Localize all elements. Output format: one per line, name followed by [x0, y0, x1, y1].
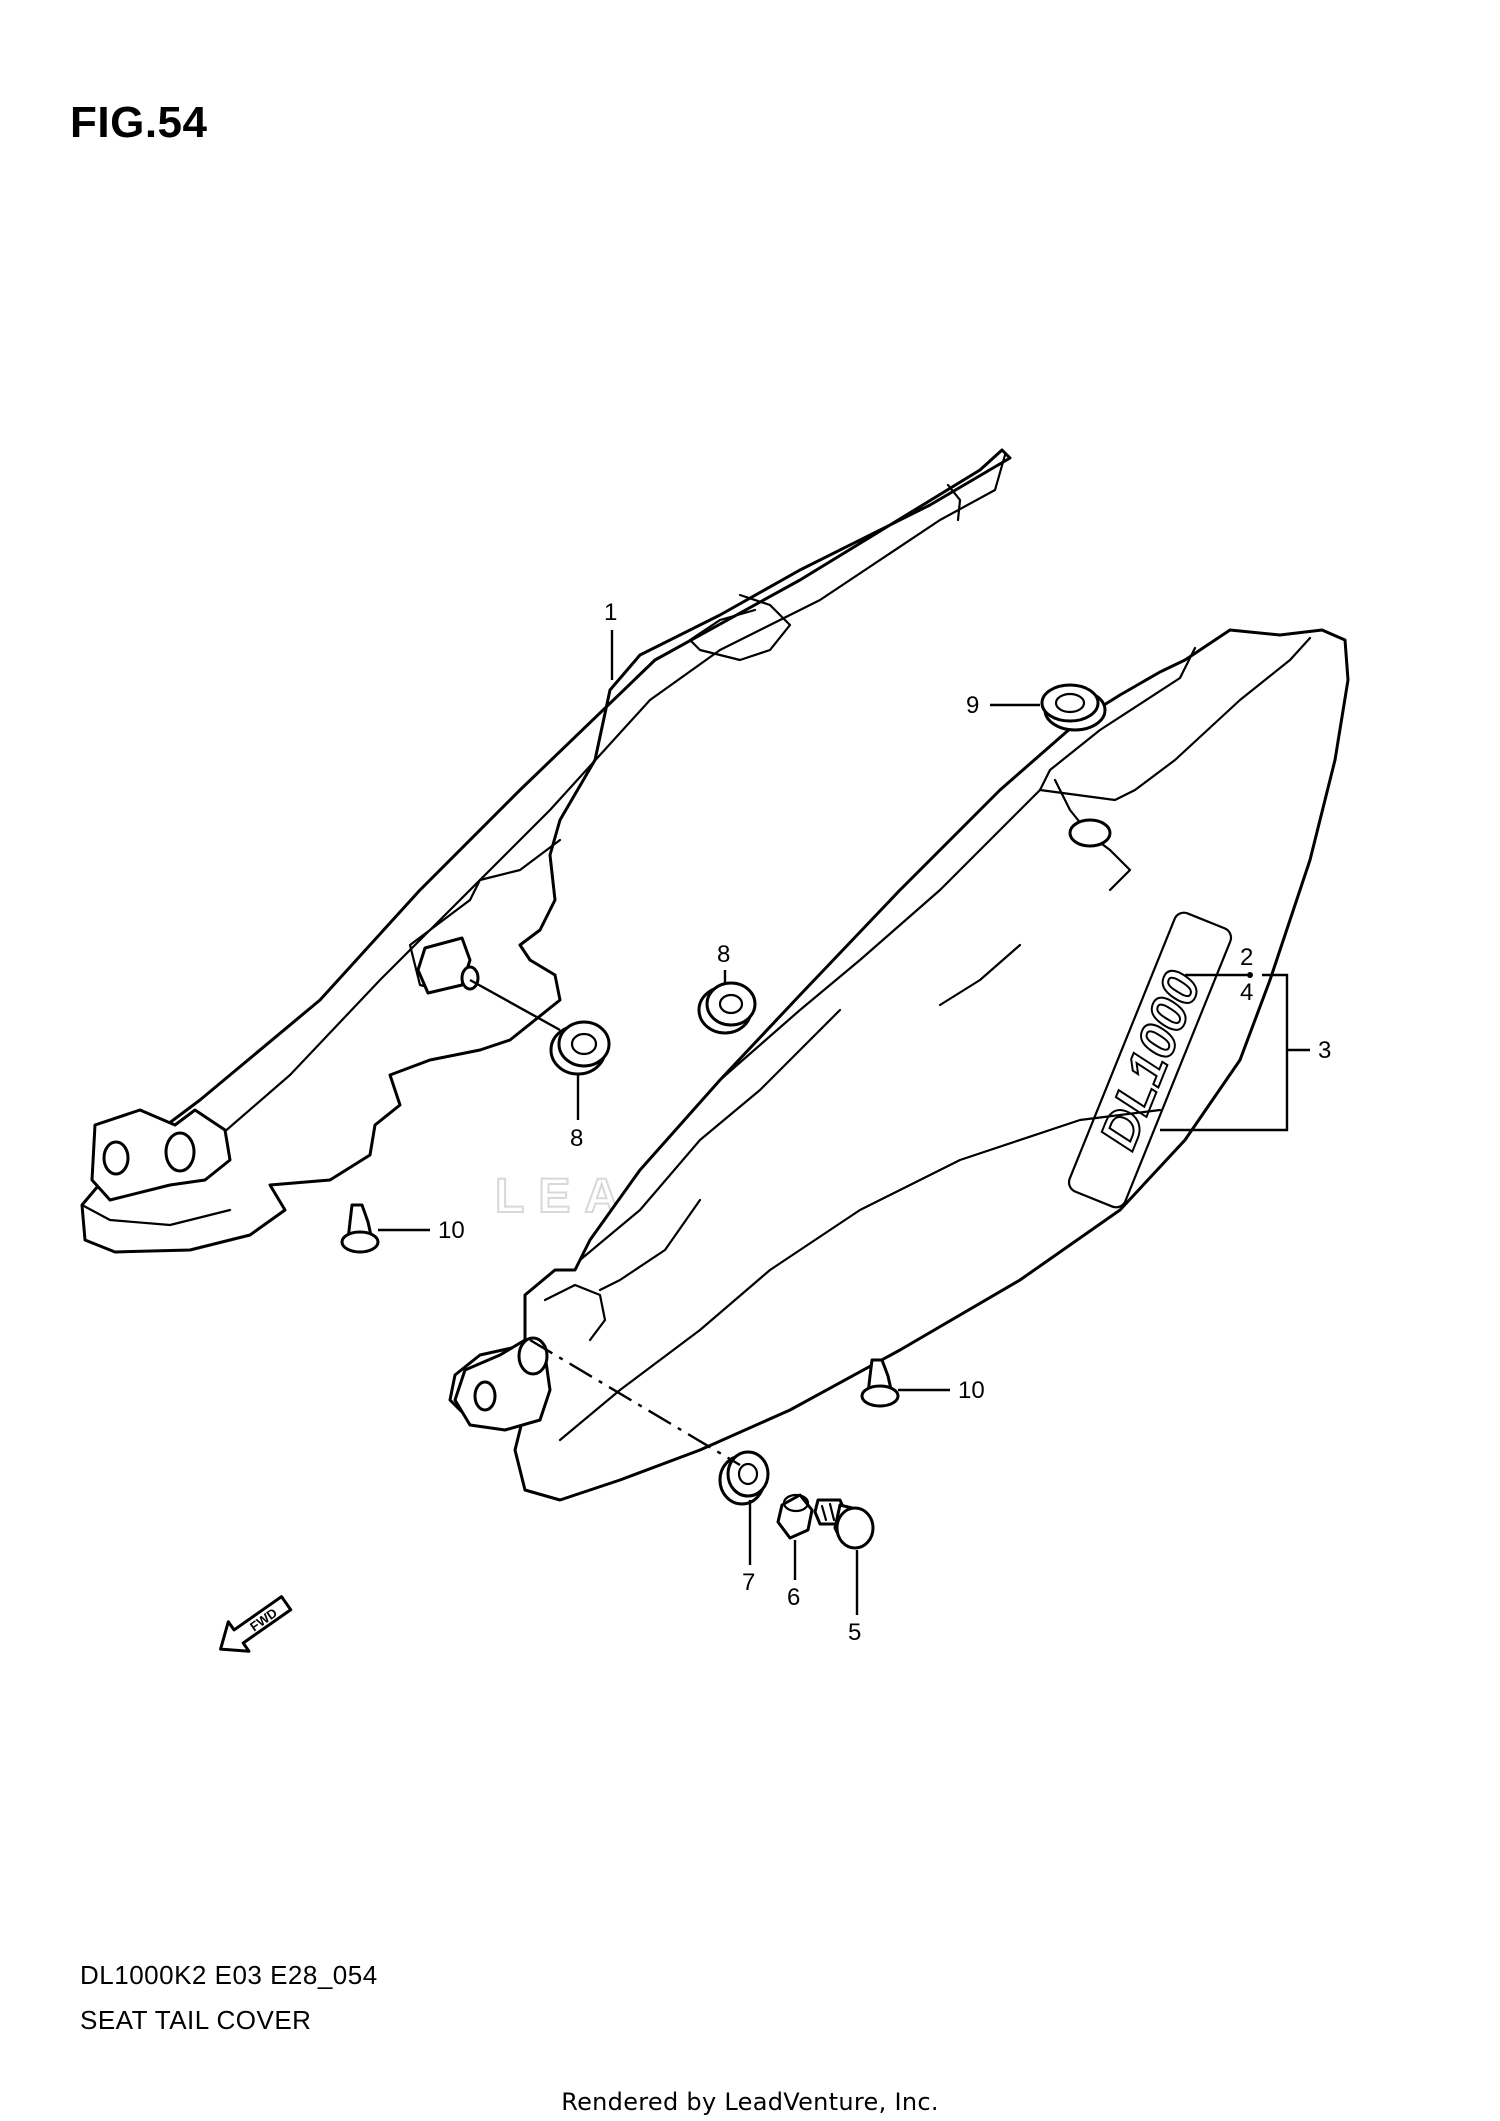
part-8-grommet-middle — [697, 970, 757, 1035]
part-6-collar — [776, 1493, 814, 1580]
figure-title: FIG.54 — [70, 98, 208, 147]
render-credit: Rendered by LeadVenture, Inc. — [561, 2088, 939, 2116]
bracket-dot — [1247, 972, 1253, 978]
callout-2: 2 — [1240, 944, 1253, 971]
fwd-arrow-icon: FWD — [219, 1595, 293, 1653]
bracket-3 — [1160, 973, 1310, 1132]
part-10-clip-left — [340, 1203, 430, 1254]
part-3-outer-cover: DL1000 — [448, 628, 1350, 1502]
figure-name: SEAT TAIL COVER — [80, 2005, 312, 2035]
callout-8-middle: 8 — [717, 941, 730, 968]
callout-3: 3 — [1318, 1037, 1331, 1064]
model-code: DL1000K2 E03 E28_054 — [80, 1960, 378, 1990]
part-7-grommet — [718, 1450, 770, 1565]
callout-9: 9 — [966, 692, 979, 719]
callout-1: 1 — [604, 599, 617, 626]
assembly-line — [529, 1338, 741, 1467]
part-9-grommet — [990, 683, 1107, 732]
part-10-clip-right — [860, 1358, 950, 1408]
callout-8-left: 8 — [570, 1125, 583, 1152]
callout-10-right: 10 — [958, 1377, 985, 1404]
callout-10-left: 10 — [438, 1217, 465, 1244]
callout-7: 7 — [742, 1569, 755, 1596]
callout-6: 6 — [787, 1584, 800, 1611]
part-1-inner-cover — [80, 448, 1012, 1254]
part-8-grommet-left — [469, 978, 611, 1120]
callout-4: 4 — [1240, 979, 1253, 1006]
part-5-bolt — [813, 1498, 875, 1615]
callout-5: 5 — [848, 1619, 861, 1646]
